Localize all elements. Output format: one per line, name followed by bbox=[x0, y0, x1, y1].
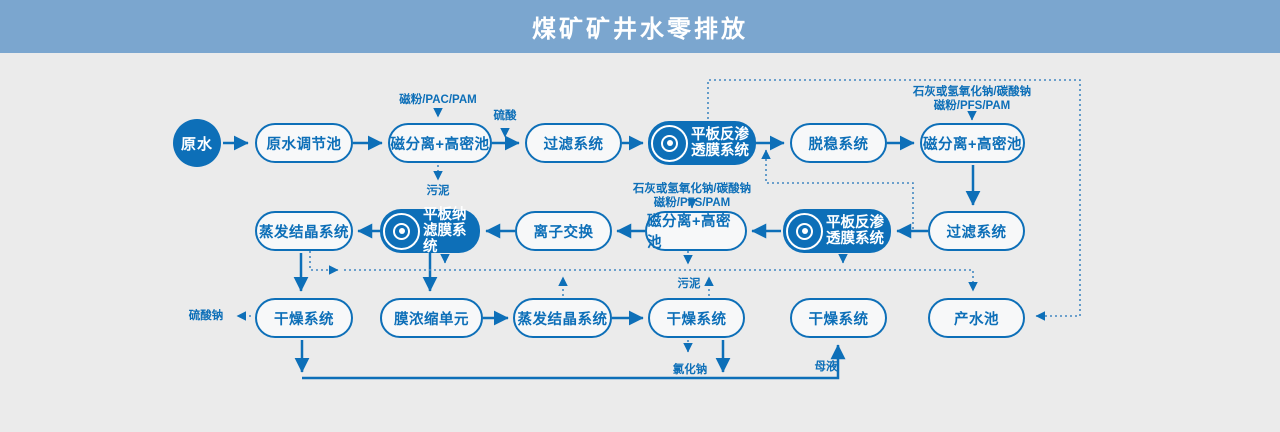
label-dosing-magsep3: 石灰或氢氧化钠/碳酸钠 磁粉/PFS/PAM bbox=[632, 183, 752, 209]
node-product-pool: 产水池 bbox=[928, 298, 1025, 338]
node-regulating-tank: 原水调节池 bbox=[255, 123, 353, 163]
label-magnetite-pac-pam: 磁粉/PAC/PAM bbox=[399, 94, 477, 106]
label-sludge-top: 污泥 bbox=[426, 185, 450, 197]
target-icon bbox=[383, 212, 420, 250]
node-ion-exchange: 离子交换 bbox=[515, 211, 612, 251]
label-sodium-chloride: 氯化钠 bbox=[672, 364, 708, 376]
node-drying-1: 干燥系统 bbox=[255, 298, 353, 338]
node-destabilization: 脱稳系统 bbox=[790, 123, 887, 163]
node-evap-crystal-1: 蒸发结晶系统 bbox=[255, 211, 353, 251]
node-ro-1: 平板反渗透膜系统 bbox=[648, 121, 756, 165]
node-drying-2: 干燥系统 bbox=[648, 298, 745, 338]
node-ro-2: 平板反渗透膜系统 bbox=[783, 209, 891, 253]
collector-from-evap1 bbox=[309, 251, 339, 275]
label-mother-liquor: 母液 bbox=[814, 361, 838, 373]
target-icon bbox=[786, 212, 823, 250]
node-filter-2: 过滤系统 bbox=[928, 211, 1025, 251]
title-bar: 煤矿矿井水零排放 bbox=[0, 0, 1280, 53]
label-dosing-magsep2: 石灰或氢氧化钠/碳酸钠 磁粉/PFS/PAM bbox=[912, 86, 1032, 112]
page-title: 煤矿矿井水零排放 bbox=[532, 16, 748, 43]
node-nanofiltration: 平板纳滤膜系统 bbox=[380, 207, 480, 255]
label-sludge-mid: 污泥 bbox=[677, 278, 701, 290]
node-evap-crystal-2: 蒸发结晶系统 bbox=[513, 298, 612, 338]
node-magsep-hd-3: 磁分离+高密池 bbox=[645, 211, 747, 251]
node-magsep-hd-2: 磁分离+高密池 bbox=[920, 123, 1025, 163]
node-magsep-hd-1: 磁分离+高密池 bbox=[388, 123, 492, 163]
node-filter-1: 过滤系统 bbox=[525, 123, 622, 163]
label-sodium-sulfate: 硫酸钠 bbox=[188, 310, 224, 322]
recycle-ro1-to-pool bbox=[707, 79, 1081, 321]
arrow-motherliquor-to-dry3 bbox=[302, 344, 846, 380]
node-membrane-conc: 膜浓缩单元 bbox=[380, 298, 483, 338]
node-drying-3: 干燥系统 bbox=[790, 298, 887, 338]
collector-to-pool bbox=[344, 269, 978, 292]
node-raw-water: 原水 bbox=[173, 119, 221, 167]
target-icon bbox=[651, 124, 688, 162]
label-sulfuric-acid: 硫酸 bbox=[493, 110, 517, 122]
